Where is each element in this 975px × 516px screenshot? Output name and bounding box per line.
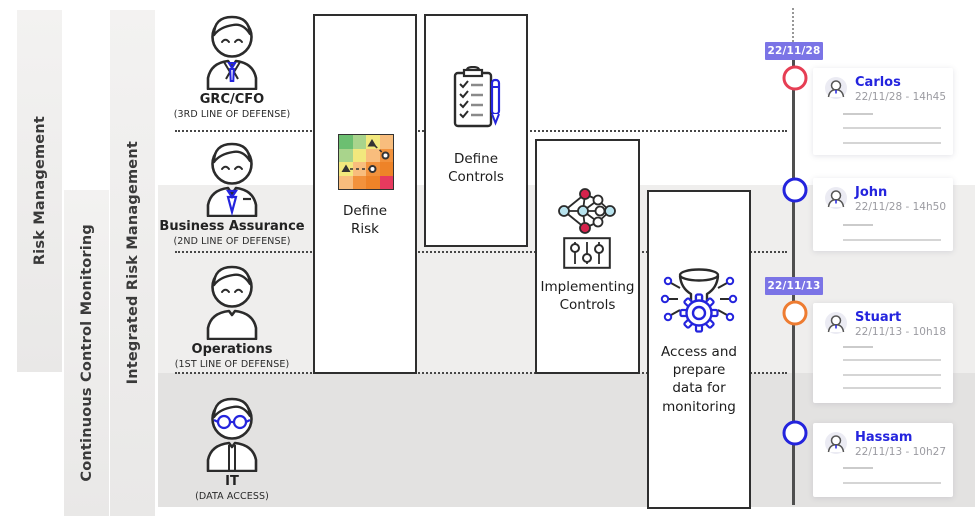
placeholder-line [843,239,941,241]
heatmap-cell [352,175,366,189]
timeline-dotted-segment [792,8,794,42]
it-avatar-icon [206,397,258,472]
lane-bar-integrated-risk-management: Integrated Risk Management [110,10,155,516]
timeline-node-john [782,177,808,203]
persona-name: GRC/CFO [199,92,265,107]
operator-avatar-icon [206,265,258,340]
persona-name: Operations [191,342,273,357]
user-avatar-icon [825,187,847,209]
event-datetime: 22/11/28 - 14h45 [855,91,946,103]
event-card-carlos: Carlos 22/11/28 - 14h45 [813,68,953,155]
checklist-pen-icon [453,66,501,128]
event-card-stuart: Stuart 22/11/13 - 10h18 [813,303,953,403]
placeholder-line [843,387,941,389]
timeline-date: 22/11/28 [767,45,821,57]
lane-separator-2 [175,251,787,253]
step-label: Define Controls [448,151,504,186]
step-label: Implementing Controls [540,279,635,314]
event-user-name: Hassam [855,430,913,445]
risk-heatmap-icon [338,134,394,190]
heatmap-cell [352,135,366,149]
funnel-gear-icon [660,268,738,333]
heatmap-cell [366,148,380,162]
user-avatar-icon [825,77,847,99]
heatmap-cell [352,148,366,162]
timeline-date-badge: 22/11/13 [765,277,823,295]
user-avatar-icon [825,312,847,334]
persona-role: (DATA ACCESS) [195,490,269,502]
placeholder-line [843,359,941,361]
gear-icon [679,293,719,333]
risk-heatmap-markers [341,139,390,173]
lane-label: Risk Management [31,116,48,266]
timeline-node-hassam [782,420,808,446]
manager-avatar-icon [206,142,258,217]
timeline-date-badge: 22/11/28 [765,42,823,60]
step-box-define-controls: Define Controls [424,14,528,247]
heatmap-cell [379,135,393,149]
step-label: Define Risk [342,203,388,238]
placeholder-line [843,127,941,129]
network-icon [558,188,616,234]
heatmap-cell [379,162,393,176]
placeholder-line [843,346,873,348]
persona-role: (1ST LINE OF DEFENSE) [174,358,290,370]
heatmap-cell [339,148,353,162]
timeline-line [792,42,795,505]
heatmap-cell [339,135,353,149]
step-box-define-risk: Define Risk [313,14,417,374]
placeholder-line [843,482,941,484]
persona-business-assurance: Business Assurance (2ND LINE OF DEFENSE) [157,137,307,247]
event-card-hassam: Hassam 22/11/13 - 10h27 [813,423,953,497]
persona-role: (2ND LINE OF DEFENSE) [173,235,291,247]
persona-operations: Operations (1ST LINE OF DEFENSE) [157,260,307,370]
event-datetime: 22/11/13 - 10h18 [855,326,946,338]
persona-role: (3RD LINE OF DEFENSE) [173,108,291,120]
heatmap-cell [366,175,380,189]
heatmap-cell [352,162,366,176]
placeholder-line [843,142,941,144]
heatmap-cell [339,175,353,189]
risk-heatmap-grid [339,135,393,189]
persona-name: Business Assurance [159,219,305,234]
persona-grc-cfo: GRC/CFO (3RD LINE OF DEFENSE) [157,10,307,120]
lane-bar-continuous-control-monitoring: Continuous Control Monitoring [64,190,109,516]
lane-label: Continuous Control Monitoring [78,224,95,482]
timeline-node-stuart [782,300,808,326]
step-label: Access and prepare data for monitoring [661,344,737,415]
sliders-icon [563,237,611,269]
lane-label: Integrated Risk Management [124,141,141,385]
executive-avatar-icon [206,15,258,90]
event-user-name: Stuart [855,310,902,325]
event-card-john: John 22/11/28 - 14h50 [813,178,953,251]
persona-name: IT [225,474,239,489]
event-datetime: 22/11/13 - 10h27 [855,446,946,458]
persona-it: IT (DATA ACCESS) [157,392,307,502]
placeholder-line [843,467,873,469]
event-user-name: Carlos [855,75,901,90]
event-datetime: 22/11/28 - 14h50 [855,201,946,213]
timeline-date: 22/11/13 [767,280,821,292]
timeline-node-carlos [782,65,808,91]
placeholder-line [843,224,873,226]
placeholder-line [843,113,873,115]
event-user-name: John [855,185,888,200]
heatmap-cell [379,175,393,189]
user-avatar-icon [825,432,847,454]
step-box-implementing-controls: Implementing Controls [535,139,640,374]
step-box-access-prepare-data: Access and prepare data for monitoring [647,190,751,509]
placeholder-line [843,374,941,376]
lane-separator-3 [175,372,787,374]
lane-bar-risk-management: Risk Management [17,10,62,372]
